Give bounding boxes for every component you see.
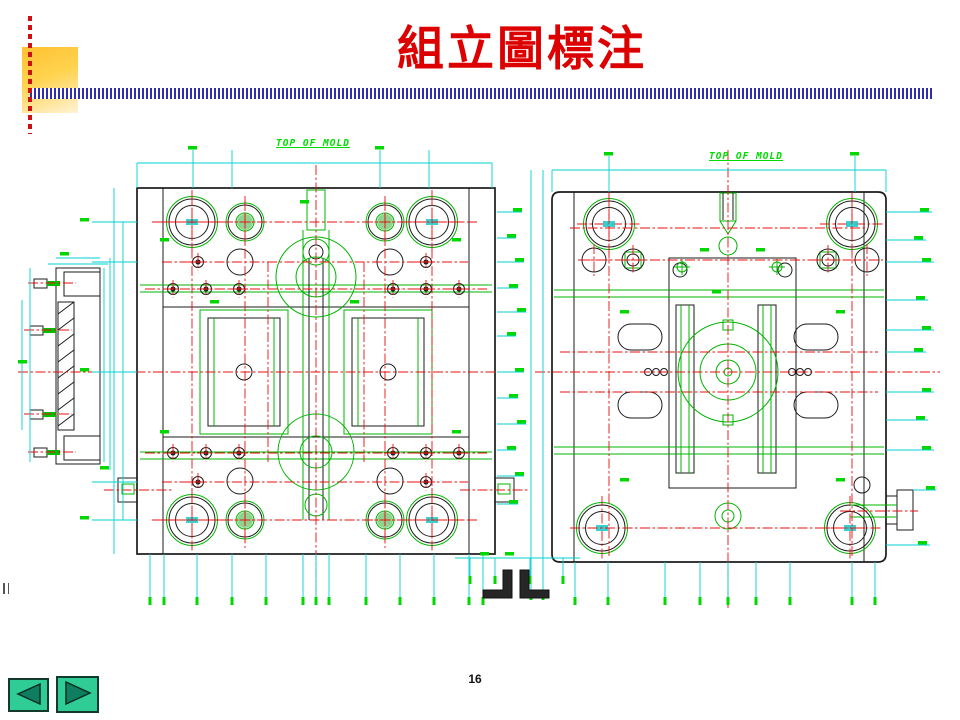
striped-divider-bar bbox=[30, 88, 933, 99]
page-title: 組立圖標注 bbox=[397, 22, 647, 77]
top-of-mold-label-right: TOP OF MOLD bbox=[709, 151, 783, 162]
dimension-lines bbox=[80, 146, 936, 605]
red-dashed-line bbox=[28, 16, 32, 134]
side-section-view bbox=[18, 252, 111, 470]
forward-button[interactable] bbox=[56, 676, 99, 713]
top-of-mold-label-left: TOP OF MOLD bbox=[276, 138, 350, 149]
left-margin-marks bbox=[3, 581, 13, 594]
cad-drawing-area: TOP OF MOLD TOP OF MOLD bbox=[0, 130, 960, 620]
back-button[interactable] bbox=[8, 678, 49, 712]
l-bracket-details bbox=[455, 552, 580, 599]
right-view bbox=[535, 150, 940, 608]
left-view bbox=[104, 165, 528, 600]
right-triangle-icon bbox=[64, 680, 92, 709]
left-triangle-icon bbox=[15, 682, 42, 709]
cad-drawing bbox=[18, 146, 940, 608]
page-number: 16 bbox=[468, 672, 482, 686]
